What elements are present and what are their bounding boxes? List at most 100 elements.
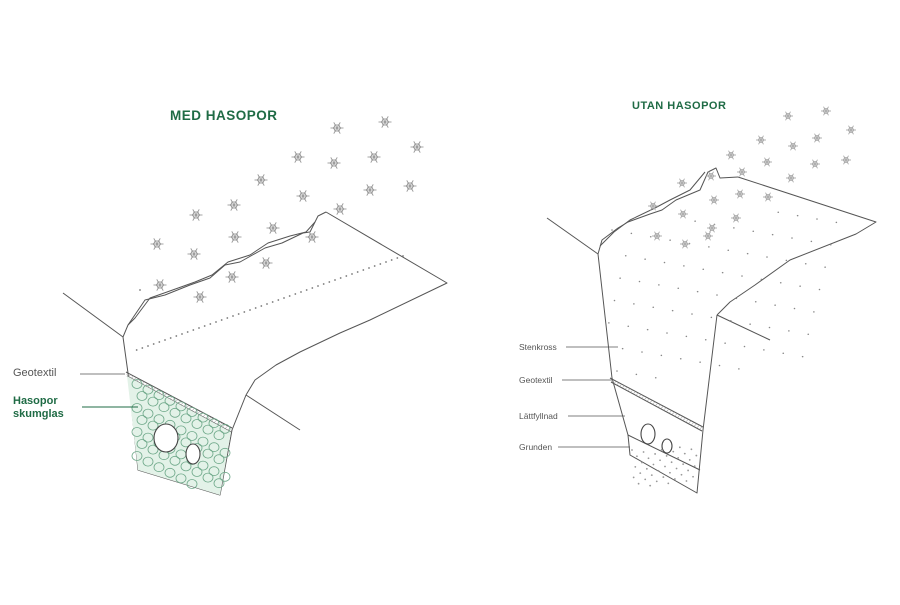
left-label-geotextil: Geotextil [13,367,56,379]
gravel-dot [724,342,726,344]
left-ground-line [63,293,123,337]
gravel-dot [311,287,313,289]
snowflake-icon [652,232,662,241]
gravel-dot [747,253,749,255]
gravel-dot [824,266,826,268]
snowflake-icon [731,214,741,223]
gravel-dot [774,304,776,306]
gravel-dot [652,306,654,308]
right-label-stenkross: Stenkross [519,342,557,352]
snowflake-icon [228,199,241,210]
gravel-dot [192,329,194,331]
snowflake-icon [267,222,280,233]
snowflake-icon [680,240,690,249]
gravel-dot [705,339,707,341]
gravel-dot [323,283,325,285]
right-snow-edge [598,168,738,254]
gravel-dot [692,476,694,478]
gravel-dot [719,365,721,367]
gravel-dot [813,311,815,313]
gravel-dot [639,281,641,283]
left-pipe-small [186,444,200,464]
right-road-dots [608,211,837,378]
left-road-surface [246,212,447,395]
gravel-dot [181,333,183,335]
gravel-dot [139,289,141,291]
gravel-dot [209,323,211,325]
snowflake-icon [190,209,203,220]
snowflake-icon [151,238,164,249]
snowflake-icon [735,190,745,199]
gravel-dot [170,337,172,339]
snowflake-icon [404,180,417,191]
gravel-dot [627,325,629,327]
snowflake-icon [255,174,268,185]
snowflake-icon [260,257,273,268]
gravel-dot [782,352,784,354]
gravel-dot [289,295,291,297]
gravel-dot [666,455,668,457]
snowflake-icon [763,193,773,202]
gravel-dot [763,349,765,351]
gravel-dot [691,448,693,450]
gravel-dot [402,255,404,257]
right-geotextile-hatch [610,378,703,431]
gravel-dot [255,307,257,309]
left-ground-line-right [246,395,300,430]
gravel-dot [631,449,633,451]
left-panel-title: MED HASOPOR [170,108,278,123]
snowflake-icon [709,196,719,205]
gravel-dot [819,289,821,291]
gravel-dot [780,282,782,284]
gravel-dot [799,285,801,287]
gravel-dot [634,466,636,468]
gravel-dot [749,323,751,325]
left-foam-glass-fill [127,376,231,495]
gravel-dot [672,310,674,312]
right-label-grunden: Grunden [519,442,552,452]
gravel-dot [136,349,138,351]
snowflake-icon [379,116,392,127]
snowflake-icon [297,190,310,201]
gravel-dot [722,272,724,274]
gravel-dot [661,449,663,451]
gravel-dot [791,237,793,239]
gravel-dot [391,259,393,261]
gravel-dot [654,453,656,455]
gravel-dot [374,265,376,267]
gravel-dot [638,483,640,485]
gravel-dot [697,291,699,293]
gravel-dot [736,298,738,300]
gravel-dot [340,277,342,279]
gravel-dot [651,474,653,476]
gravel-dot [708,246,710,248]
right-pipe-small [662,439,672,453]
gravel-dot [788,330,790,332]
gravel-dot [656,480,658,482]
gravel-dot [777,211,779,213]
right-ground-line-right [717,315,770,340]
gravel-dot [680,358,682,360]
snowflake-icon [786,174,796,183]
gravel-dot [272,301,274,303]
gravel-dot [653,464,655,466]
snowflake-icon [368,151,381,162]
gravel-dot [625,255,627,257]
gravel-dot [830,244,832,246]
gravel-dot [328,281,330,283]
gravel-dot [198,327,200,329]
gravel-dot [283,297,285,299]
snowflake-icon [331,122,344,133]
snowflake-icon [306,231,319,242]
gravel-dot [711,317,713,319]
gravel-dot [649,485,651,487]
snowflake-icon [334,203,347,214]
gravel-dot [694,220,696,222]
left-road-dots [136,255,404,351]
gravel-dot [669,239,671,241]
gravel-dot [633,477,635,479]
gravel-dot [385,261,387,263]
snowflake-icon [812,134,822,143]
gravel-dot [672,451,674,453]
